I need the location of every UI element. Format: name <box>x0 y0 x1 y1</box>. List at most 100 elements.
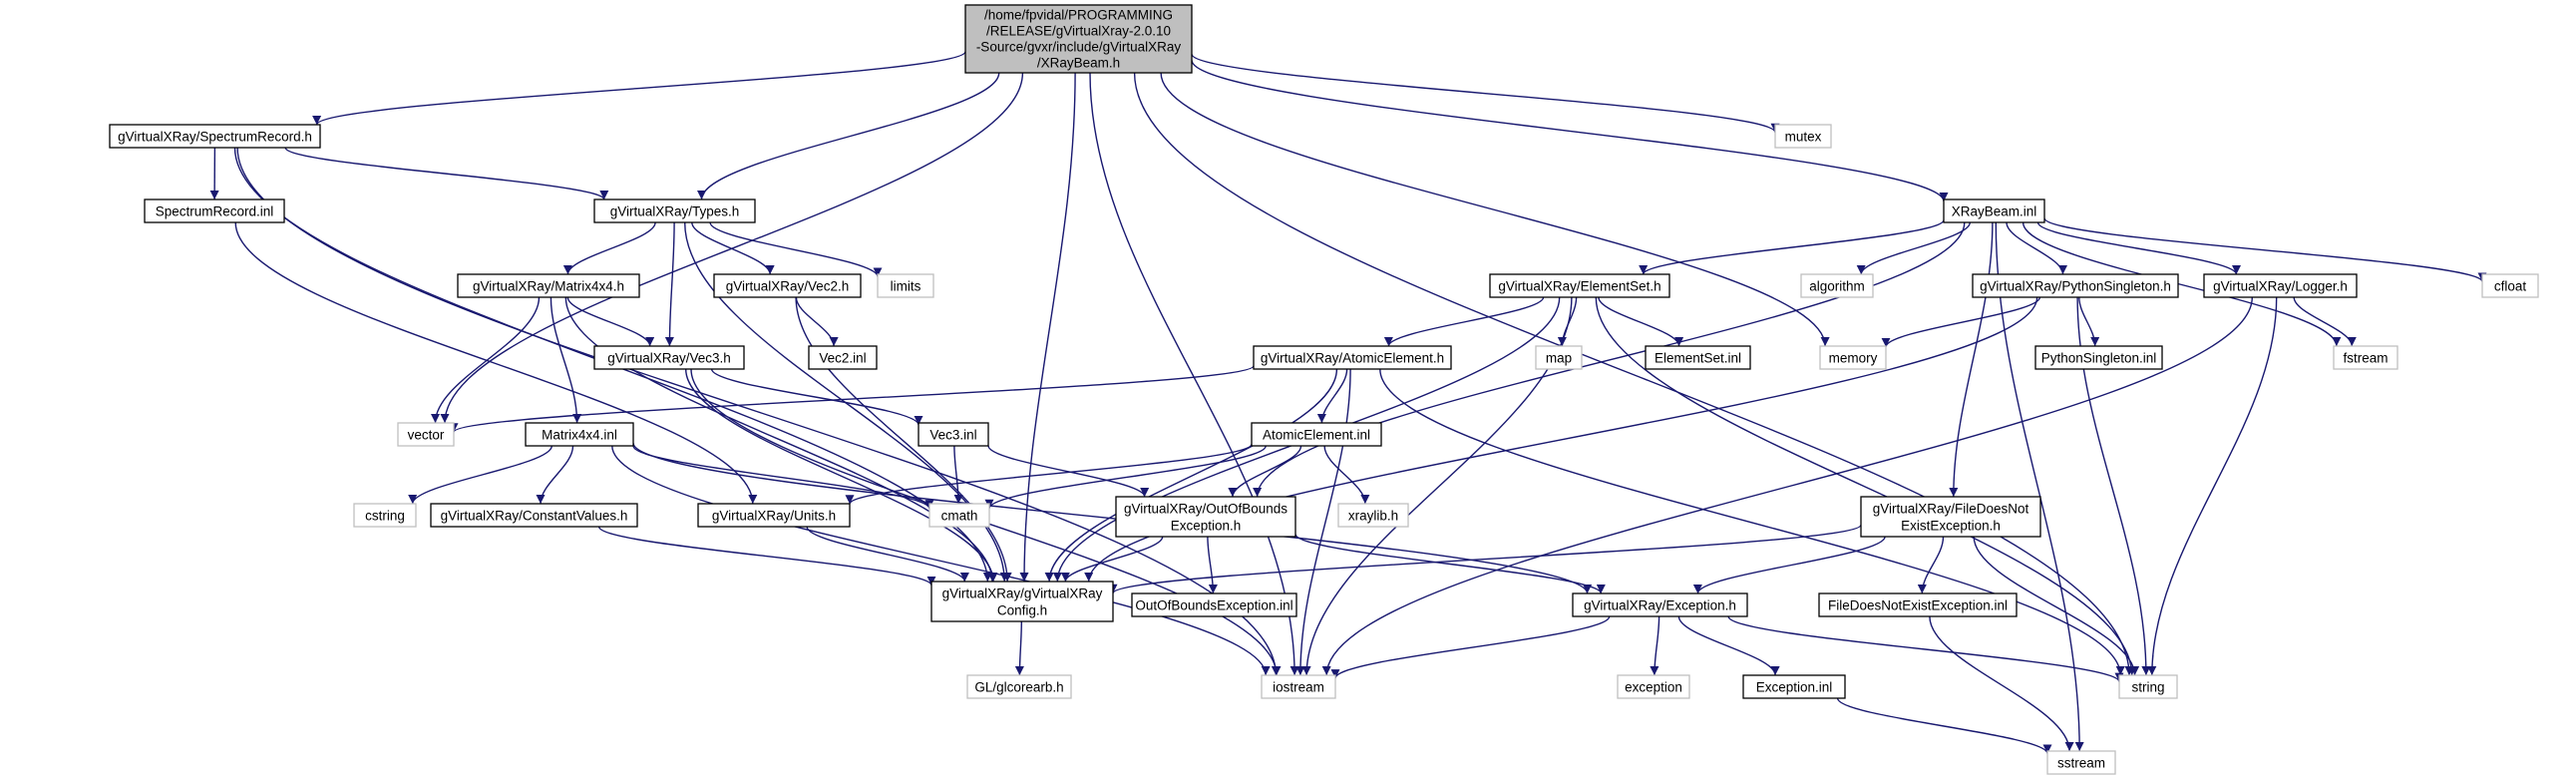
edge-xraybeam_inl-to-logger_h <box>2036 221 2241 275</box>
node-box <box>2046 750 2116 775</box>
node-label: algorithm <box>1809 278 1865 293</box>
node-box <box>918 422 989 447</box>
node-label: gVirtualXRay/AtomicElement.h <box>1261 350 1444 365</box>
edge-root-to-config_h <box>1019 72 1076 583</box>
node-vec3-h[interactable]: gVirtualXRay/Vec3.h <box>593 345 745 370</box>
node-box <box>1943 198 2045 223</box>
edge-filedoesnotexist_inl-to-sstream <box>1929 615 2074 752</box>
edge-xraybeam_inl-to-cfloat <box>2043 217 2487 283</box>
node-box <box>964 4 1193 74</box>
edge-filedoesnotexist_h-to-string <box>1973 536 2140 676</box>
node-label: vector <box>408 427 445 442</box>
node-spectrumrecord-inl[interactable]: SpectrumRecord.inl <box>144 198 285 223</box>
node-box <box>353 503 417 528</box>
node-elementset-inl[interactable]: ElementSet.inl <box>1645 345 1751 370</box>
edge-root-to-vector <box>440 72 1024 424</box>
node-box <box>593 198 756 223</box>
node-logger-h[interactable]: gVirtualXRay/Logger.h <box>2203 273 2358 298</box>
node-xraylib-h: xraylib.h <box>1337 503 1409 528</box>
node-vec3-inl[interactable]: Vec3.inl <box>918 422 989 447</box>
edge-filedoesnotexist_h-to-filedoesnotexist_inl <box>1917 536 1945 594</box>
node-atomicelement-h[interactable]: gVirtualXRay/AtomicElement.h <box>1253 345 1452 370</box>
node-box <box>1261 674 1336 699</box>
node-exception-h[interactable]: gVirtualXRay/Exception.h <box>1572 592 1748 617</box>
edge-xraybeam_inl-to-algorithm <box>1856 221 1971 275</box>
node-box <box>1860 496 2041 538</box>
node-units-h[interactable]: gVirtualXRay/Units.h <box>697 503 851 528</box>
node-box <box>1535 345 1583 370</box>
node-label: Exception.inl <box>1756 679 1833 694</box>
node-vec2-inl[interactable]: Vec2.inl <box>808 345 878 370</box>
node-filedoesnotexist-h[interactable]: gVirtualXRay/FileDoesNotExistException.h <box>1860 496 2041 538</box>
node-label: string <box>2131 679 2164 694</box>
node-fstream: fstream <box>2333 345 2398 370</box>
node-label: gVirtualXRay/Units.h <box>712 508 836 523</box>
node-label: Exception.h <box>1171 518 1242 533</box>
edge-exception_h-to-iostream <box>1330 615 1611 679</box>
edge-vec3_inl-to-cmath <box>953 445 963 505</box>
node-map: map <box>1535 345 1583 370</box>
node-constantvalues-h[interactable]: gVirtualXRay/ConstantValues.h <box>430 503 638 528</box>
node-string: string <box>2118 674 2178 699</box>
node-pythonsingleton-inl[interactable]: PythonSingleton.inl <box>2034 345 2163 370</box>
node-label: cfloat <box>2494 278 2527 293</box>
edge-exception_h-to-string <box>1727 615 2124 683</box>
edge-elementset_h-to-atomicelement_h <box>1383 296 1545 347</box>
node-box <box>1645 345 1751 370</box>
edge-pythonsingleton_h-to-pythonsingleton_inl <box>2078 296 2100 347</box>
node-vec2-h[interactable]: gVirtualXRay/Vec2.h <box>713 273 862 298</box>
edge-atomicelement_inl-to-xraylib_h <box>1323 445 1370 505</box>
edge-root-to-mutex <box>1191 53 1780 134</box>
node-box <box>928 503 990 528</box>
node-label: /XRayBeam.h <box>1037 56 1120 71</box>
node-label: OutOfBoundsException.inl <box>1135 597 1292 612</box>
node-label: ElementSet.inl <box>1655 350 1741 365</box>
edge-spectrumrecord_h-to-types_h <box>284 147 609 200</box>
node-root[interactable]: /home/fpvidal/PROGRAMMING/RELEASE/gVirtu… <box>964 4 1193 74</box>
node-box <box>2481 273 2539 298</box>
node-cmath: cmath <box>928 503 990 528</box>
node-types-h[interactable]: gVirtualXRay/Types.h <box>593 198 756 223</box>
node-filedoesnotexist-inl[interactable]: FileDoesNotExistException.inl <box>1818 592 2018 617</box>
node-box <box>1572 592 1748 617</box>
nodes: /home/fpvidal/PROGRAMMING/RELEASE/gVirtu… <box>109 4 2539 775</box>
node-outofbounds-h[interactable]: gVirtualXRay/OutOfBoundsException.h <box>1115 496 1296 538</box>
node-box <box>2333 345 2398 370</box>
edge-matrix4x4_h-to-config_h <box>564 296 997 583</box>
node-label: map <box>1546 350 1572 365</box>
node-label: exception <box>1625 679 1682 694</box>
node-label: gVirtualXRay/ElementSet.h <box>1498 278 1660 293</box>
node-box <box>1818 592 2018 617</box>
node-label: ExistException.h <box>1901 518 2001 533</box>
node-elementset-h[interactable]: gVirtualXRay/ElementSet.h <box>1489 273 1670 298</box>
node-label: GL/glcorearb.h <box>974 679 1063 694</box>
node-box <box>1972 273 2179 298</box>
node-box <box>457 273 640 298</box>
node-exception-inl[interactable]: Exception.inl <box>1742 674 1846 699</box>
node-label: Config.h <box>997 602 1047 617</box>
node-matrix4x4-h[interactable]: gVirtualXRay/Matrix4x4.h <box>457 273 640 298</box>
node-outofbounds-inl[interactable]: OutOfBoundsException.inl <box>1131 592 1297 617</box>
node-box <box>525 422 634 447</box>
node-label: sstream <box>2057 755 2105 770</box>
node-exception: exception <box>1617 674 1690 699</box>
node-box <box>966 674 1072 699</box>
edge-exception_inl-to-sstream <box>1836 697 2052 754</box>
node-label: gVirtualXRay/Types.h <box>610 203 740 218</box>
edge-atomicelement_h-to-vector <box>449 365 1255 433</box>
edge-vec3_inl-to-outofbounds_h <box>987 445 1150 498</box>
node-pythonsingleton-h[interactable]: gVirtualXRay/PythonSingleton.h <box>1972 273 2179 298</box>
node-label: SpectrumRecord.inl <box>156 203 274 218</box>
edges <box>209 51 2487 754</box>
edge-outofbounds_h-to-exception_h <box>1294 534 1606 594</box>
edge-atomicelement_h-to-config_h <box>1044 368 1338 583</box>
node-atomicelement-inl[interactable]: AtomicElement.inl <box>1251 422 1382 447</box>
node-xraybeam-inl[interactable]: XRayBeam.inl <box>1943 198 2045 223</box>
node-spectrumrecord-h[interactable]: gVirtualXRay/SpectrumRecord.h <box>109 124 321 149</box>
edge-spectrumrecord_inl-to-units_h <box>234 221 758 505</box>
node-matrix4x4-inl[interactable]: Matrix4x4.inl <box>525 422 634 447</box>
edge-xraybeam_inl-to-fstream <box>2022 221 2342 347</box>
edge-types_h-to-limits <box>709 221 883 277</box>
